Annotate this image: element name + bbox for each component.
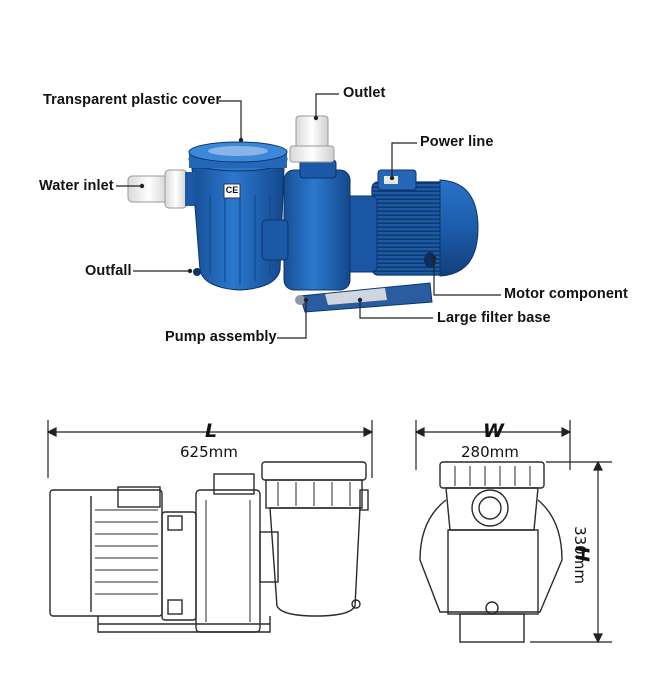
inlet-fitting — [127, 175, 171, 203]
ce-badge: CE — [225, 185, 239, 195]
side-view-drawing — [49, 461, 369, 633]
leader-lines — [116, 93, 501, 339]
front-view-drawing — [419, 461, 563, 643]
length-value: 625mm — [180, 443, 238, 461]
motor-body — [372, 182, 452, 275]
height-value: 330mm — [570, 526, 589, 584]
strainer-pot — [191, 167, 285, 291]
length-symbol: L — [205, 420, 218, 442]
length-dimension — [46, 420, 374, 478]
label-motor-component: Motor component — [504, 286, 628, 302]
height-dimension — [530, 460, 612, 644]
label-water-inlet: Water inlet — [39, 178, 114, 194]
label-large-filter-base: Large filter base — [437, 310, 551, 326]
width-symbol: W — [483, 420, 504, 442]
label-pump-assembly: Pump assembly — [165, 329, 277, 345]
pump-volute — [283, 169, 351, 291]
width-value: 280mm — [461, 443, 519, 461]
label-power-line: Power line — [420, 134, 494, 150]
outlet-fitting — [295, 115, 329, 151]
pump-illustration — [127, 115, 479, 313]
label-outlet: Outlet — [343, 85, 386, 101]
label-transparent-cover: Transparent plastic cover — [43, 92, 222, 108]
label-outfall: Outfall — [85, 263, 132, 279]
motor-end-cap — [439, 179, 479, 277]
width-dimension — [414, 420, 572, 470]
